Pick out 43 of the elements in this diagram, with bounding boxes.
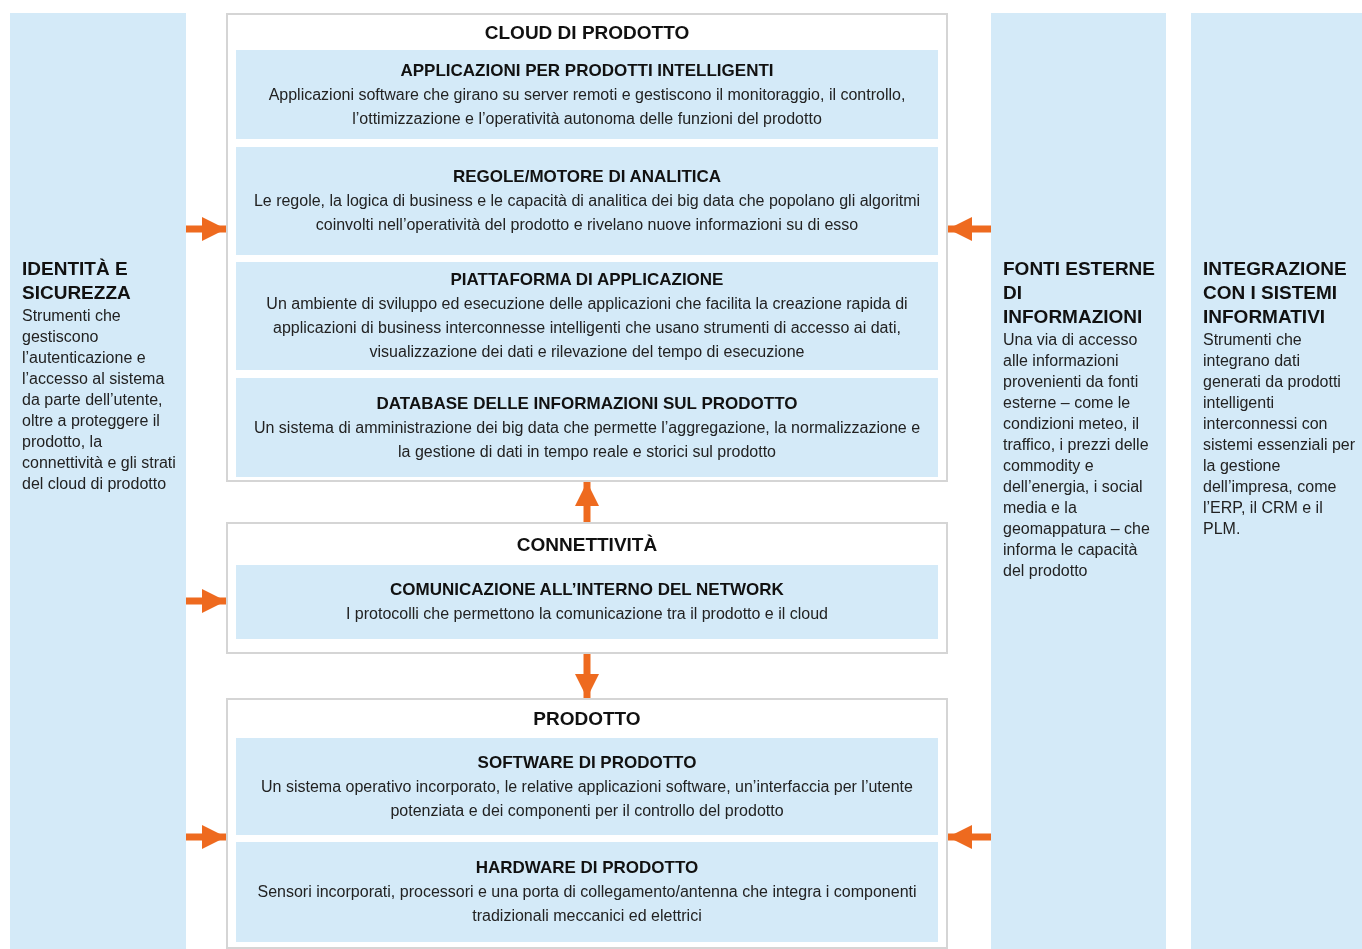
- component-title: REGOLE/MOTORE DI ANALITICA: [452, 166, 722, 188]
- component-box: [236, 842, 938, 942]
- component-box: [236, 262, 938, 370]
- layer-heading: CONNETTIVITÀ: [515, 532, 659, 557]
- component-description: Un sistema operativo incorporato, le relative applicazioni software, un’interfaccia per l’utente potenziata e dei componenti per il controllo del prodotto: [260, 776, 914, 821]
- component-title: APPLICAZIONI PER PRODOTTI INTELLIGENTI: [400, 59, 774, 82]
- panel-heading: FONTI ESTERNE DI INFORMAZIONI: [1003, 257, 1156, 329]
- panel-heading: IDENTITÀ E SICUREZZA: [22, 257, 132, 305]
- component-box: [236, 50, 938, 139]
- component-description: Un ambiente di sviluppo ed esecuzione delle applicazioni che facilita la creazione rapida di applicazioni di business interconnesse intelligenti che usano strumenti di accesso ai dati, visualizzazione dei dati e rilevazione del tempo di esecuzione: [265, 294, 909, 362]
- component-box: [236, 378, 938, 477]
- component-title: DATABASE DELLE INFORMAZIONI SUL PRODOTTO: [376, 392, 798, 415]
- layer-heading: PRODOTTO: [532, 707, 642, 731]
- panel-description: Una via di accesso alle informazioni provenienti da fonti esterne – come le condizioni meteo, il traffico, i prezzi delle commodity e dell’energia, i social media e la geomappatura – che informa le capacità del prodotto: [1003, 330, 1151, 581]
- component-description: I protocolli che permettono la comunicazione tra il prodotto e il cloud: [345, 604, 828, 624]
- component-title: COMUNICAZIONE ALL’INTERNO DEL NETWORK: [390, 579, 784, 601]
- component-box: [236, 565, 938, 639]
- arrow: [948, 825, 991, 849]
- component-box: [236, 147, 938, 255]
- panel-heading: INTEGRAZIONE CON I SISTEMI INFORMATIVI: [1203, 257, 1348, 329]
- side-panel: [991, 13, 1166, 949]
- component-box: [236, 738, 938, 835]
- side-panel: [10, 13, 186, 949]
- arrow: [575, 654, 599, 698]
- arrow: [575, 482, 599, 522]
- component-title: SOFTWARE DI PRODOTTO: [477, 751, 697, 774]
- component-description: Applicazioni software che girano su server remoti e gestiscono il monitoraggio, il controllo, l’ottimizzazione e l’operatività autonoma delle funzioni del prodotto: [267, 84, 907, 129]
- component-description: Un sistema di amministrazione dei big data che permette l’aggregazione, la normalizzazione e la gestione di dati in tempo reale e storici sul prodotto: [252, 417, 922, 462]
- arrow: [948, 217, 991, 241]
- panel-description: Strumenti che integrano dati generati da prodotti intelligenti interconnessi con sistemi essenziali per la gestione dell’impresa, come l’ERP, il CRM e il PLM.: [1203, 330, 1357, 539]
- arrow: [186, 217, 226, 241]
- panel-description: Strumenti che gestiscono l’autenticazione e l’accesso al sistema da parte dell’utente, oltre a proteggere il prodotto, la connettività e gli strati del cloud di prodotto: [22, 306, 177, 494]
- arrow: [186, 589, 226, 613]
- component-title: PIATTAFORMA DI APPLICAZIONE: [450, 269, 724, 291]
- component-description: Le regole, la logica di business e le capacità di analitica dei big data che popolano gli algoritmi coinvolti nell’operatività del prodotto e rivelano nuove informazioni su di esso: [252, 191, 922, 235]
- side-panel: [1191, 13, 1362, 949]
- component-title: HARDWARE DI PRODOTTO: [475, 857, 699, 879]
- layer-frame: [226, 698, 948, 949]
- component-description: Sensori incorporati, processori e una porta di collegamento/antenna che integra i componenti tradizionali meccanici ed elettrici: [256, 882, 918, 926]
- layer-heading: CLOUD DI PRODOTTO: [483, 20, 691, 45]
- layer-frame: [226, 522, 948, 654]
- layer-frame: [226, 13, 948, 482]
- arrow: [186, 825, 226, 849]
